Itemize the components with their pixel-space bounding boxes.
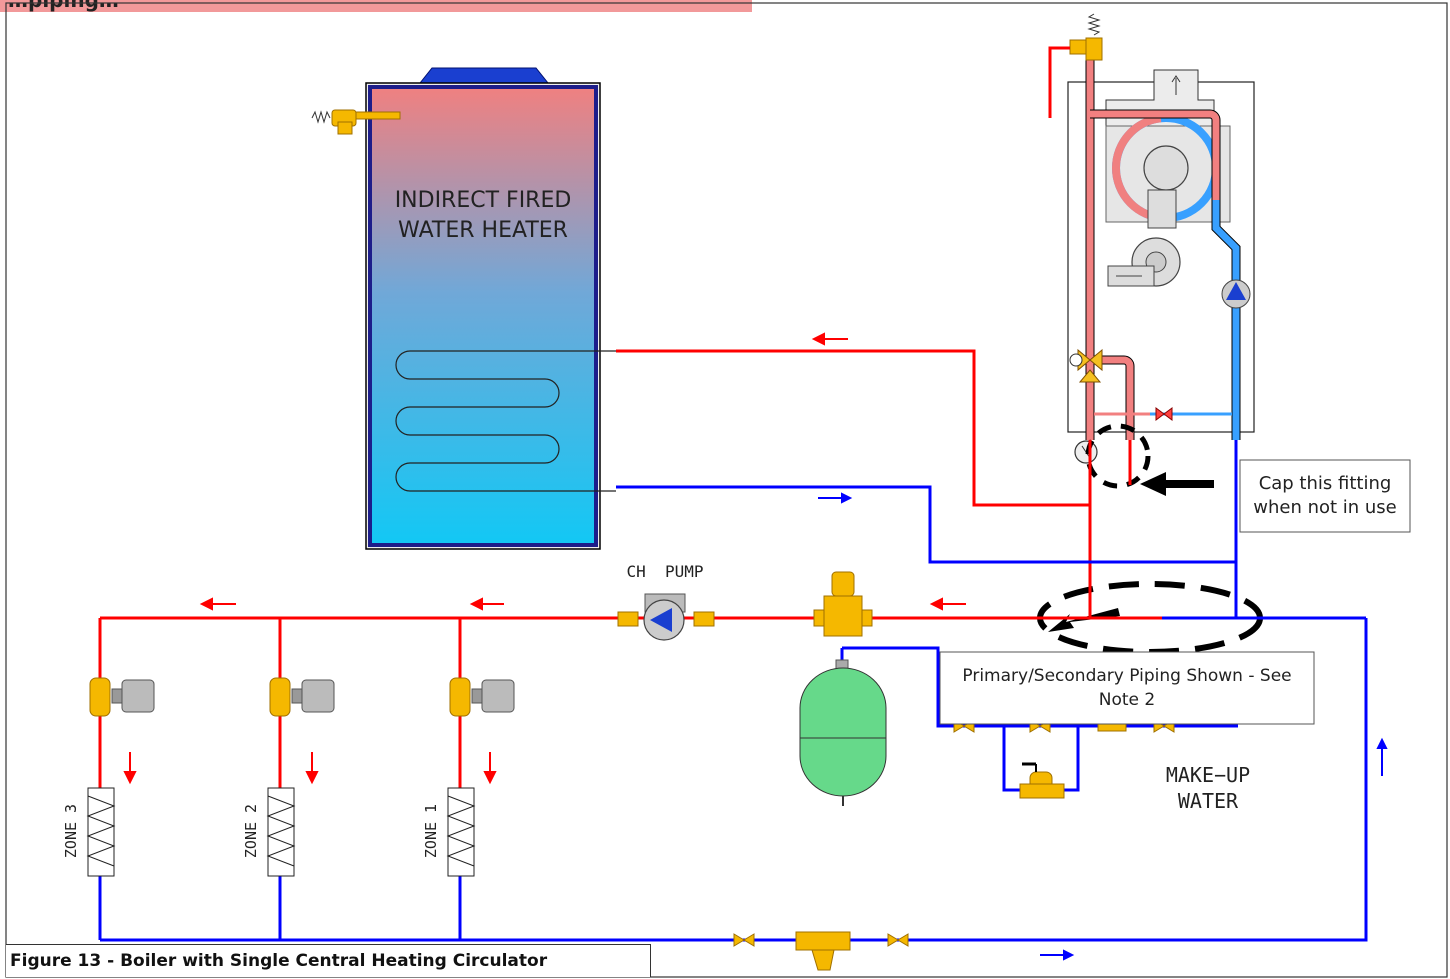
note-primary-box [939,651,1315,725]
note-primary-line2: Note 2 [1098,690,1156,710]
ch-pump-label: CH PUMP [626,562,704,581]
note-cap-line2: when not in use [1253,497,1397,518]
zone-emitters [86,787,476,877]
note-cap-line1: Cap this fitting [1258,473,1392,494]
flow-arrows-blue [818,492,1388,961]
diagram-frame [5,2,1448,978]
tank-relief-valve [311,109,401,135]
boiler-relief-valve [1069,13,1103,61]
note-primary-line1: Primary/Secondary Piping Shown - See [962,666,1292,686]
note-primary: Primary/Secondary Piping Shown - See Not… [940,664,1314,712]
figure-caption: Figure 13 - Boiler with Single Central H… [6,944,651,977]
water-heater-label-line1: INDIRECT FIRED [394,188,572,213]
flow-arrows-red [123,332,966,785]
expansion-tank [799,659,887,806]
zone-2-label: ZONE 2 [242,803,260,859]
air-separator [813,571,873,637]
ch-pump [617,593,715,641]
indirect-water-heater [311,67,616,550]
note-cap: Cap this fitting when not in use [1240,472,1410,520]
return-piping [98,440,1368,942]
water-heater-label: INDIRECT FIRED WATER HEATER [372,186,594,246]
note-cap-box [1239,459,1411,533]
diverter-valve [1069,348,1103,383]
zone-1-label: ZONE 1 [422,803,440,859]
water-heater-label-line2: WATER HEATER [398,218,568,243]
boiler [1048,13,1255,464]
makeup-water-label: MAKE−UP WATER [1128,762,1288,814]
zone-3-label: ZONE 3 [62,803,80,859]
makeup-valves [733,719,1175,971]
zone-valves [89,677,515,717]
makeup-water-line1: MAKE−UP [1165,763,1251,787]
makeup-water-line2: WATER [1177,789,1239,813]
